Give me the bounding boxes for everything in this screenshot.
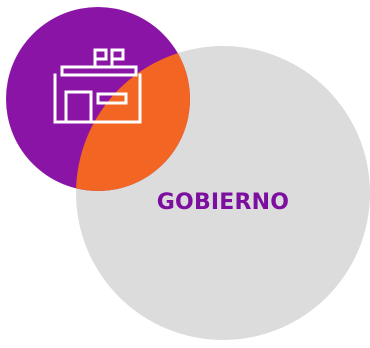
- government-building-icon: [53, 48, 142, 124]
- diagram-label: GOBIERNO: [157, 190, 289, 215]
- overlap-region: [76, 46, 190, 191]
